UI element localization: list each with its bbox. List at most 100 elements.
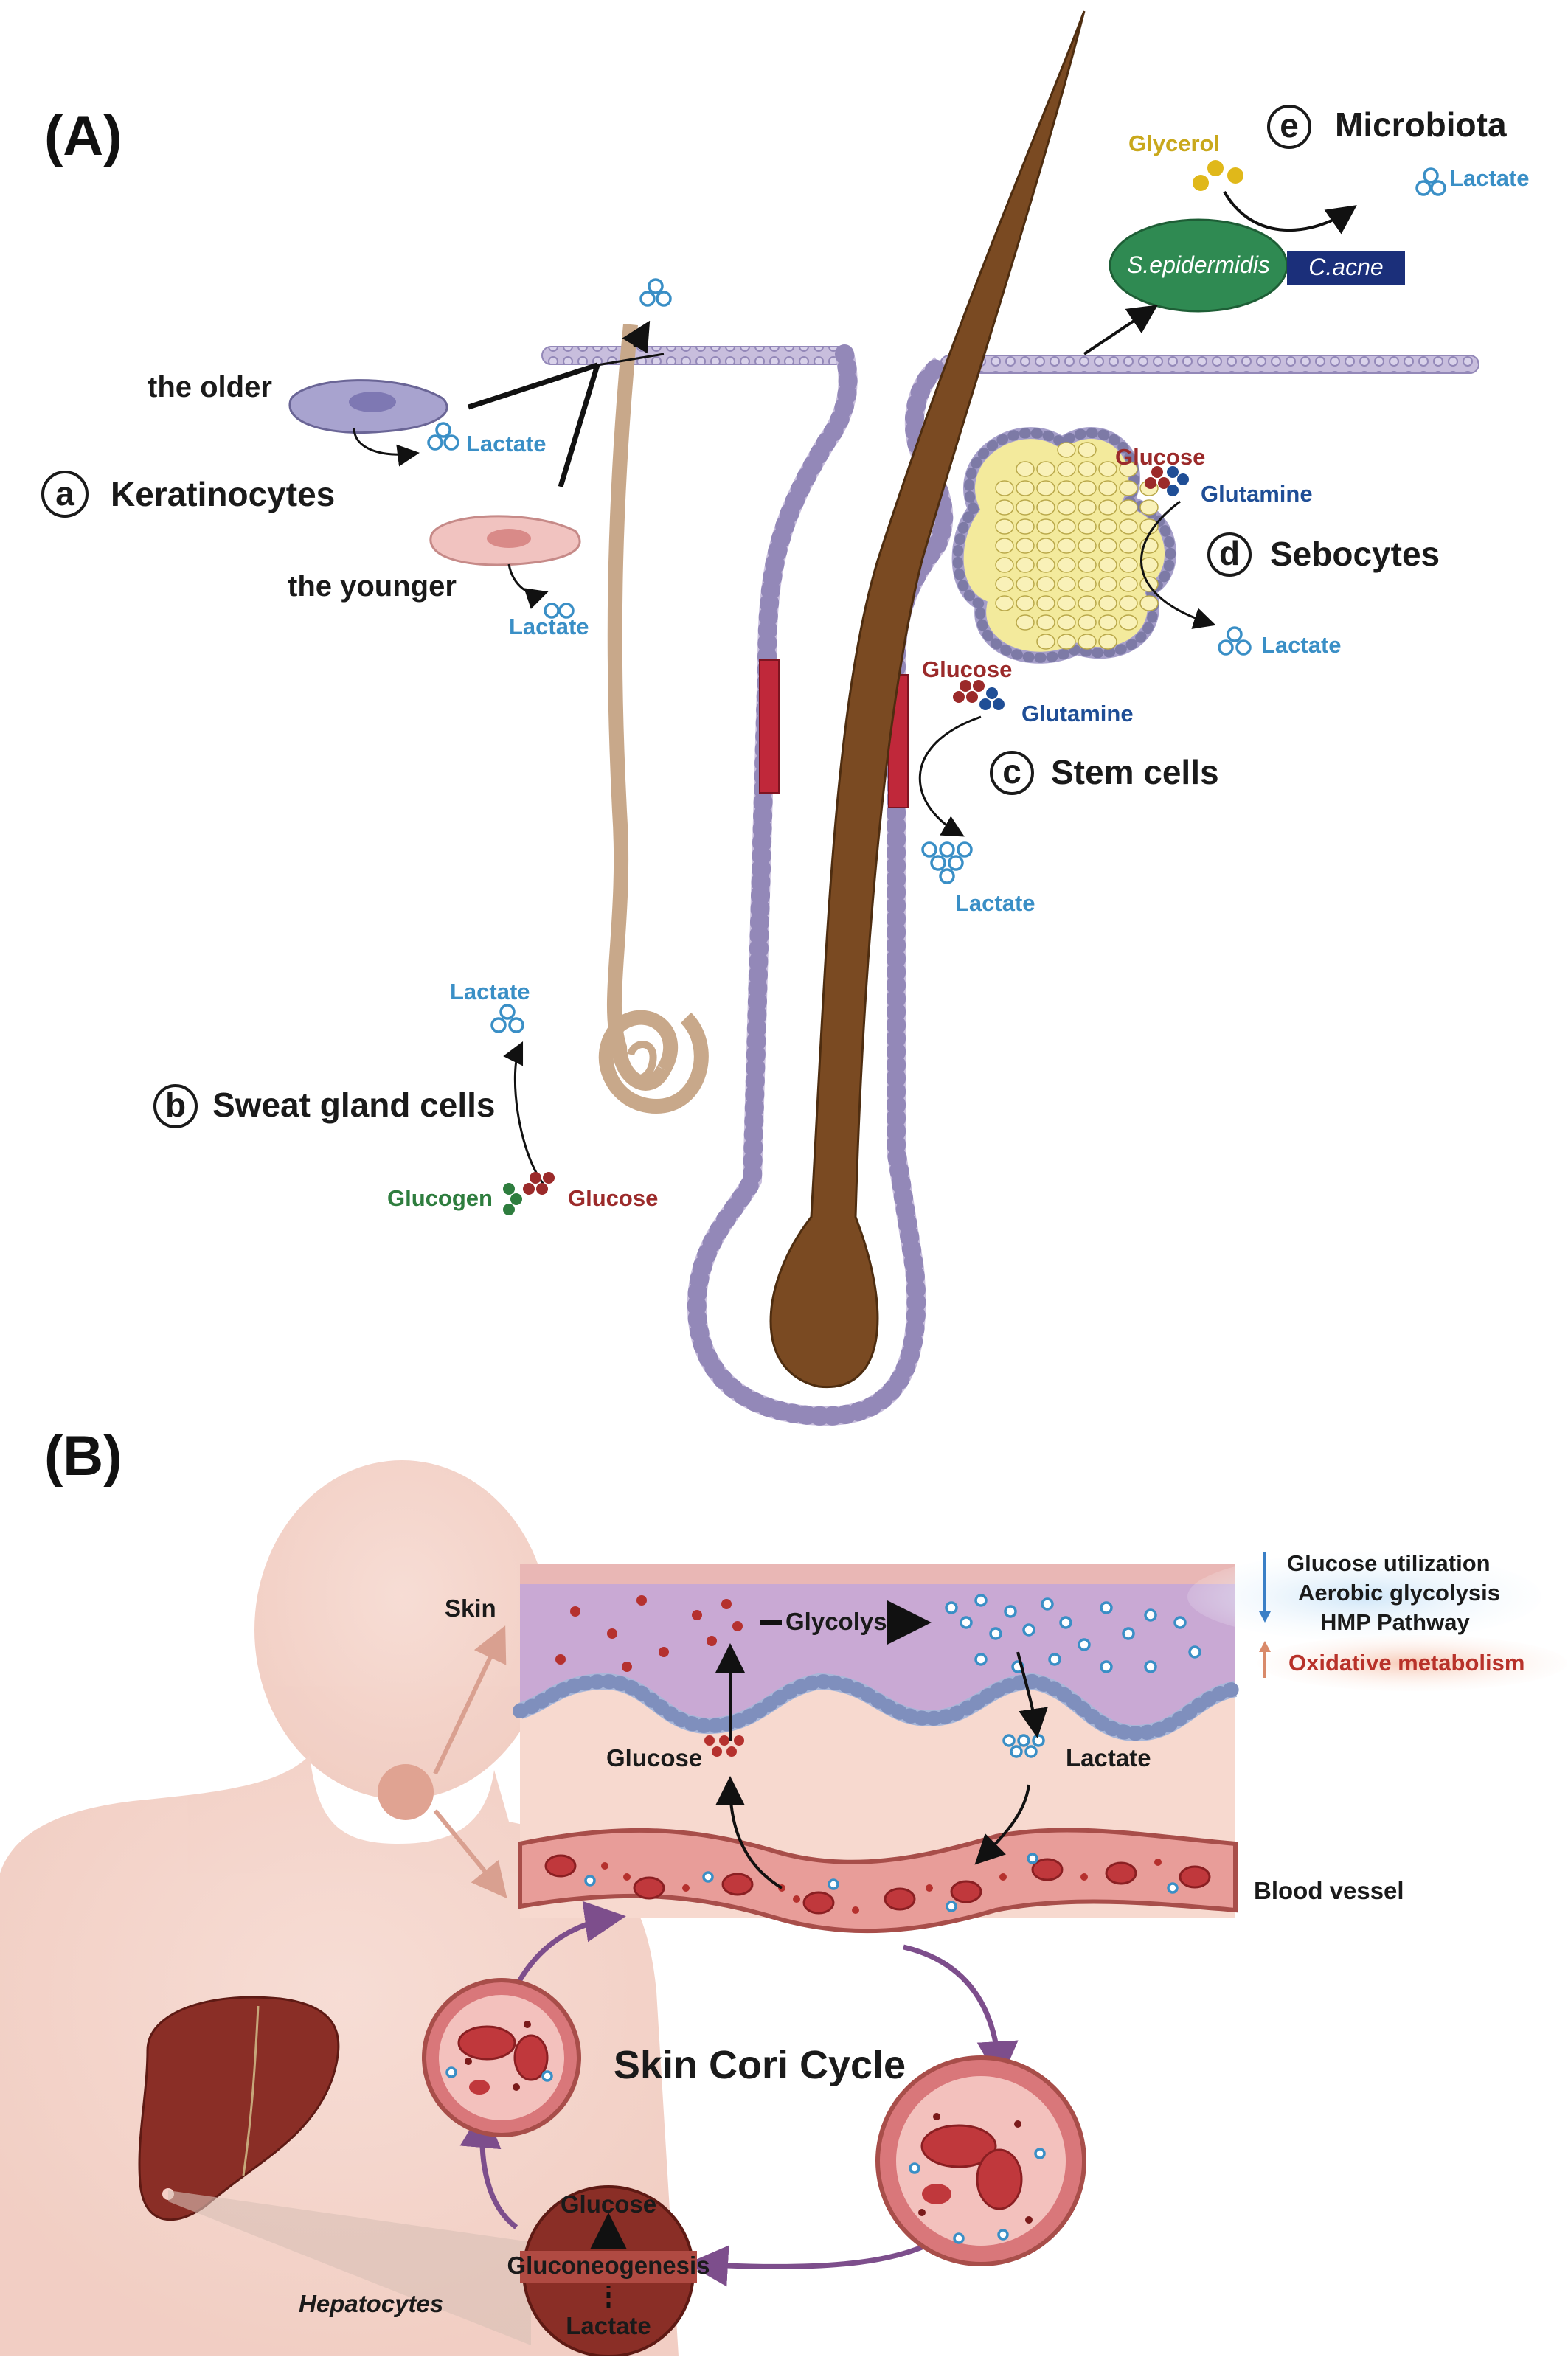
lactate-molecule: [508, 1017, 524, 1033]
vessel-lactate-dot: [1167, 1882, 1179, 1894]
glycerol-label: Glycerol: [1128, 131, 1220, 156]
glucose-molecule: [1145, 477, 1156, 489]
red-blood-cell: [884, 1887, 916, 1911]
lactate-down-arrow: [1016, 1651, 1048, 1738]
sebocyte-cell: [995, 480, 1014, 496]
skin-glucose-dot: [692, 1610, 702, 1620]
microbiota-entry-arrow: [1083, 305, 1158, 355]
sebocyte-cell: [1078, 461, 1097, 477]
zoom-wedge: [168, 2190, 531, 2345]
sebocyte-cell: [1139, 499, 1159, 516]
sebocyte-cell: [1016, 499, 1035, 516]
sebocyte-cell: [1098, 576, 1117, 592]
sebocyte-cell: [1057, 634, 1076, 650]
sebocyte-cell: [1098, 595, 1117, 611]
lactate-molecule: [443, 434, 459, 451]
skin-lactate-dot: [1188, 1645, 1201, 1659]
skin-glucose-dot: [734, 1735, 744, 1746]
skin-lactate-dot: [1002, 1734, 1016, 1747]
liver-ligament: [242, 2005, 260, 2176]
glucose-molecule: [1151, 466, 1163, 478]
sebocyte-cell: [1016, 595, 1035, 611]
keratinocytes-title: Keratinocytes: [111, 475, 335, 513]
sebocyte-cell: [1078, 518, 1097, 535]
sebocyte-cell: [1119, 461, 1138, 477]
sebocyte-cell: [1057, 480, 1076, 496]
skin-lactate-dot: [989, 1627, 1002, 1640]
sebaceous-gland: [951, 427, 1176, 664]
bracket-join: [597, 353, 665, 367]
sebocyte-cell: [1098, 499, 1117, 516]
lactate-vessel-arrow: [974, 1784, 1030, 1865]
sebocyte-cell: [1036, 538, 1055, 554]
sebocyte-cell: [1057, 499, 1076, 516]
epidermis-left: [541, 346, 853, 365]
sebocyte-cell: [1119, 614, 1138, 631]
vessel-pointer: [433, 1809, 507, 1899]
sebocyte-cell: [1119, 557, 1138, 573]
skin-lactate-dot: [1078, 1638, 1091, 1651]
glutamine-molecule: [986, 687, 998, 699]
sweat-arrow: [503, 1041, 547, 1188]
skin-glucose-dot: [636, 1595, 647, 1606]
glycerol-molecule: [1227, 167, 1243, 184]
vessel-lactate-dot: [584, 1875, 596, 1887]
skin-glucose-dot: [732, 1621, 743, 1631]
keratinocyte-younger: [429, 515, 581, 566]
sweat-glucose: Glucose: [568, 1185, 658, 1211]
vessel-glucose-dot: [623, 1873, 631, 1881]
skin-lactate-dot: [1004, 1605, 1017, 1618]
skin-lactate-dot: [1100, 1601, 1113, 1614]
hair-shaft: [769, 10, 1086, 1389]
sebocyte-cell: [1119, 518, 1138, 535]
younger-label: the younger: [288, 570, 457, 603]
marker-b: b: [165, 1086, 186, 1124]
glucose-molecule: [973, 680, 985, 692]
lactate-molecule: [930, 855, 946, 871]
sebocyte-cell: [1098, 557, 1117, 573]
stem-title: Stem cells: [1051, 753, 1219, 791]
sebocyte-cell: [1078, 634, 1097, 650]
skin-lactate-dot: [1173, 1616, 1187, 1629]
skin-lactate-dot: [960, 1616, 973, 1629]
lactate-molecule: [648, 278, 664, 294]
blood-vessel-label: Blood vessel: [1254, 1877, 1404, 1904]
glutamine-molecule: [979, 698, 991, 710]
seb-glutamine: Glutamine: [1201, 481, 1313, 507]
gluconeogenesis-bar: [520, 2251, 697, 2283]
sebocyte-cell: [1098, 634, 1117, 650]
vessel-glucose-dot: [999, 1873, 1007, 1881]
vessel-lactate-dot: [946, 1901, 957, 1912]
sebocyte-cell: [1036, 480, 1055, 496]
skin-lactate-dot: [1022, 1623, 1035, 1637]
glucose-molecule: [1158, 477, 1170, 489]
lactate-molecule: [639, 291, 656, 307]
cross-glucose-dot: [933, 2113, 940, 2120]
lactate-molecule: [435, 422, 451, 438]
sebocyte-cell: [995, 518, 1014, 535]
lactate-molecule: [427, 434, 443, 451]
sebocyte-cell: [1016, 461, 1035, 477]
sebocyte-cell: [1036, 614, 1055, 631]
sebocyte-cell: [995, 595, 1014, 611]
marker-c: c: [1002, 752, 1021, 791]
skin-glucose-dot: [726, 1746, 737, 1757]
gluconeogenesis-label: Gluconeogenesis: [507, 2252, 710, 2279]
sebocyte-cell: [995, 557, 1014, 573]
skin-lactate-dot: [974, 1653, 988, 1666]
sebocyte-cell: [1036, 576, 1055, 592]
vessel-glucose-dot: [852, 1906, 859, 1914]
cross-lactate-dot: [953, 2232, 965, 2244]
legend-blue-glow: [1187, 1552, 1541, 1641]
legend-item-1: Glucose utilization: [1287, 1550, 1491, 1576]
stem-glucose: Glucose: [922, 656, 1012, 682]
sebocyte-cell: [1098, 614, 1117, 631]
hair-follicle: [687, 344, 954, 1426]
glycerol-molecule: [1193, 175, 1209, 191]
red-blood-cell: [633, 1876, 665, 1900]
skin-glucose-dot: [555, 1654, 566, 1665]
lactate-molecule: [1227, 626, 1243, 642]
skin-lactate-dot: [1041, 1597, 1054, 1611]
sebocyte-cell: [1057, 442, 1076, 458]
